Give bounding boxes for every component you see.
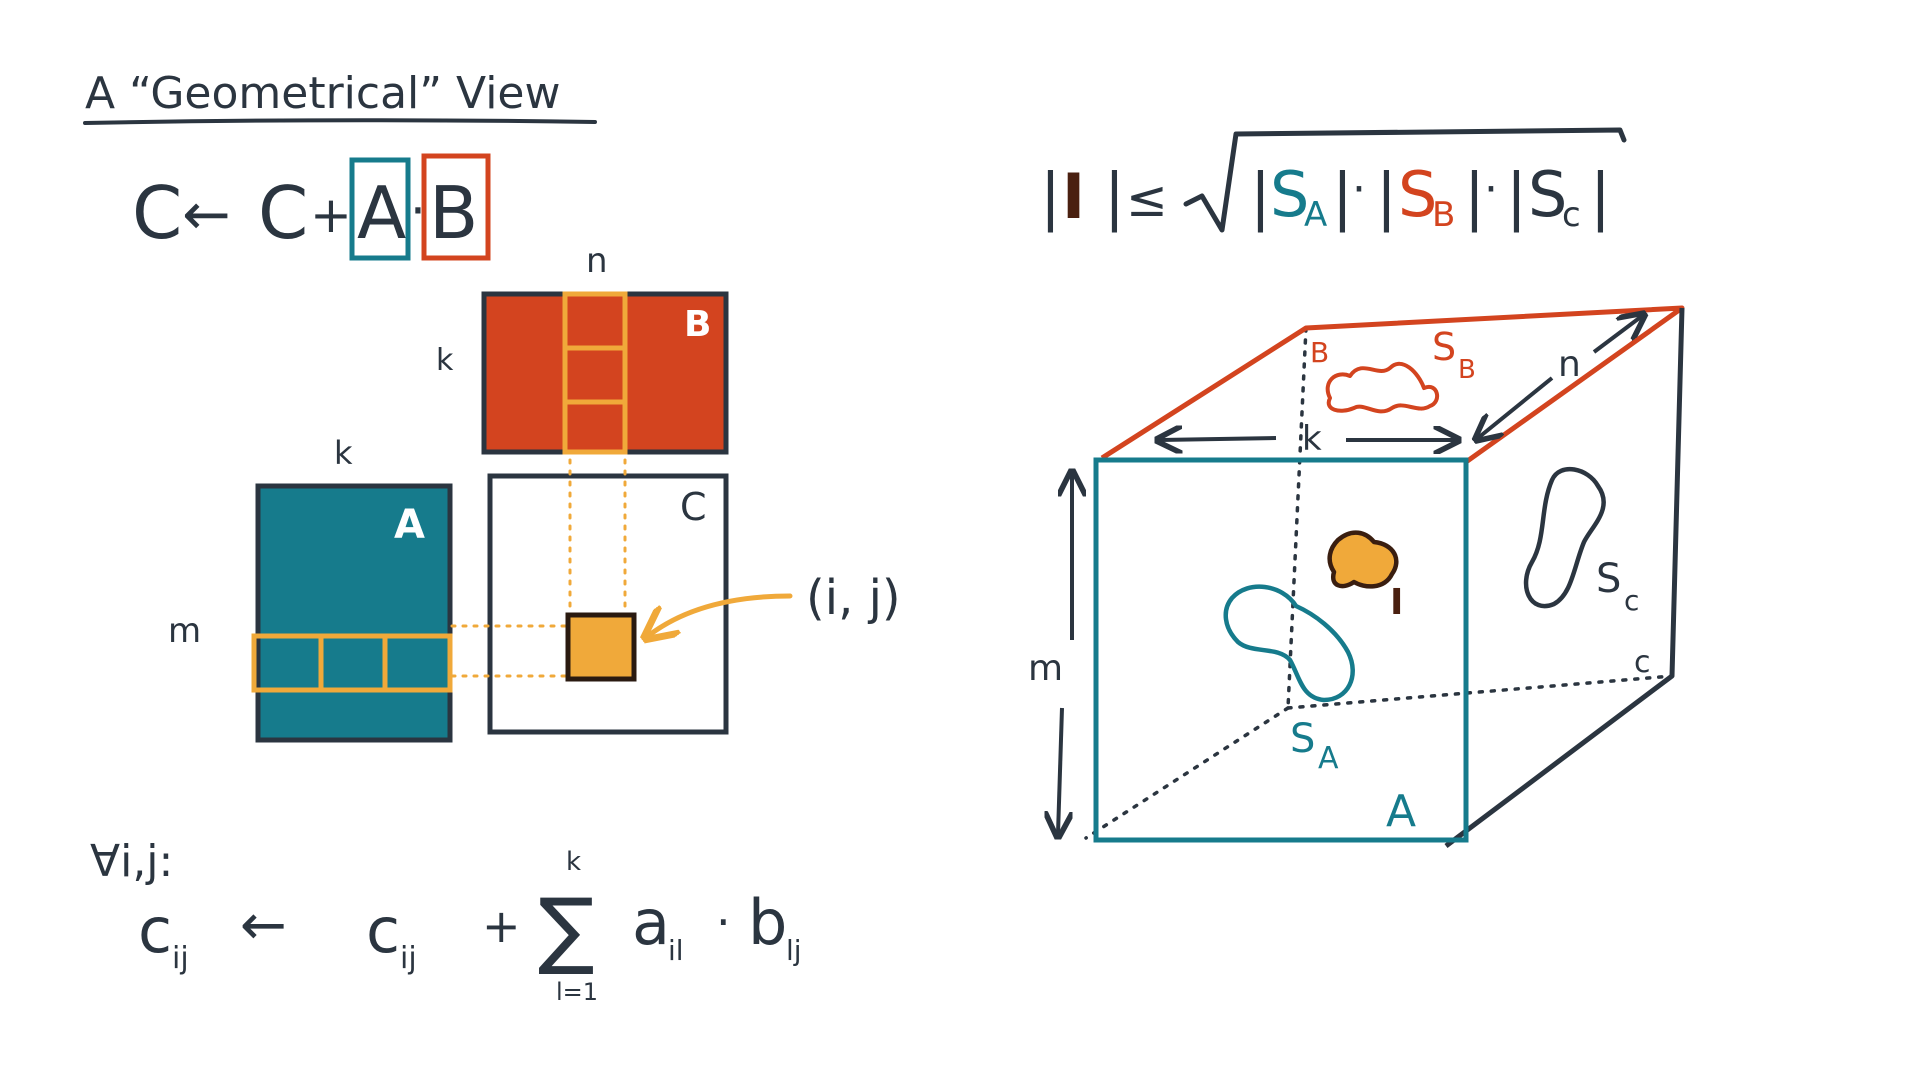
matrix-a-dim-m: m: [168, 611, 201, 651]
cube-hidden-edge: [1084, 706, 1290, 840]
forall-sigma: ∑: [538, 880, 595, 978]
cube-m-arrow: [1058, 707, 1062, 834]
ineq-leq: ≤: [1126, 170, 1168, 228]
cube-n-arrow: [1478, 376, 1554, 438]
forall-rhs-sub: ij: [400, 941, 417, 976]
eq-c-left: C: [132, 171, 182, 255]
forall-term-b-sub: lj: [786, 934, 802, 967]
ineq-sc-close: |: [1590, 160, 1611, 234]
s-a-sub: A: [1318, 741, 1339, 776]
matrix-b-dim-k: k: [436, 343, 454, 378]
cube-dim-n: n: [1558, 344, 1581, 385]
entry-cell: [565, 612, 637, 682]
matrix-a-row: [251, 633, 453, 693]
intersection-blob: [1327, 530, 1399, 589]
matrix-a-label: A: [394, 502, 425, 548]
ineq-sa-open: |: [1250, 160, 1271, 234]
ineq-sc-open: |: [1506, 160, 1527, 234]
ineq-i: I: [1062, 160, 1085, 233]
update-equation: C ← C + A · B: [132, 153, 491, 261]
forall-quantifier: ∀i,j:: [90, 836, 173, 887]
matrix-b-label: B: [684, 304, 711, 345]
matrix-c-group: C (i, j): [450, 458, 901, 735]
ineq-sb: S: [1398, 158, 1437, 231]
iteration-cube: n k m B S B S c c I S A A: [1028, 305, 1685, 848]
ineq-sb-close: |: [1464, 160, 1485, 234]
forall-rhs: c: [366, 894, 400, 967]
cube-face-c-label: c: [1634, 645, 1651, 680]
s-c-sub: c: [1624, 584, 1639, 617]
matrix-a-group: A k m: [168, 434, 453, 743]
ineq-sc-sub: c: [1562, 195, 1581, 235]
cube-hidden-edge: [1286, 674, 1674, 710]
matrix-b-column: [562, 291, 628, 455]
ineq-sb-open: |: [1376, 160, 1397, 234]
ineq-dot2: ·: [1484, 164, 1498, 215]
matrix-c-label: C: [680, 485, 707, 529]
s-a-blob: [1223, 584, 1355, 703]
eq-b: B: [429, 171, 478, 255]
s-c-blob: [1523, 466, 1606, 609]
forall-plus: +: [482, 899, 521, 953]
s-c-label: S: [1596, 556, 1621, 602]
matrix-a-dim-k: k: [334, 434, 353, 472]
forall-sum-bottom: l=1: [556, 978, 598, 1006]
cube-face-a-label: A: [1386, 786, 1416, 837]
forall-lhs: c: [138, 894, 172, 967]
ineq-i-open: |: [1040, 160, 1061, 234]
matrix-b-dim-n: n: [586, 241, 608, 281]
ineq-sa: S: [1270, 158, 1309, 231]
cube-k-arrow: [1160, 438, 1277, 440]
cube-face-b-label: B: [1310, 336, 1329, 369]
forall-dot: ·: [716, 895, 731, 949]
eq-arrow: ←: [182, 180, 231, 248]
ineq-dot1: ·: [1352, 164, 1366, 215]
cube-top-face-edges: [1100, 305, 1685, 465]
forall-lhs-sub: ij: [172, 941, 189, 976]
cube-n-arrow: [1592, 316, 1642, 354]
s-b-label: S: [1432, 325, 1456, 369]
s-b-sub: B: [1458, 355, 1476, 385]
forall-term-a-sub: il: [668, 934, 684, 967]
ineq-sa-sub: A: [1304, 195, 1327, 235]
title-underline: [83, 118, 597, 125]
eq-b-box: [421, 153, 491, 261]
ineq-sa-close: |: [1332, 160, 1353, 234]
cube-front-face: [1093, 457, 1469, 843]
forall-formula: ∀i,j: c ij ← c ij + ∑ k l=1 a il · b lj: [90, 836, 802, 1006]
cube-dim-m: m: [1028, 648, 1063, 689]
ineq-sb-sub: B: [1432, 195, 1455, 235]
matrix-a: [255, 483, 453, 743]
entry-pointer-arrow: [648, 593, 793, 636]
forall-sum-top: k: [566, 847, 581, 877]
eq-a: A: [357, 171, 406, 255]
forall-term-b: b: [748, 886, 787, 959]
forall-term-a: a: [632, 886, 670, 959]
eq-c-right: C: [258, 171, 308, 255]
forall-arrow: ←: [240, 893, 287, 958]
intersection-label: I: [1390, 582, 1403, 623]
s-b-blob: [1325, 361, 1440, 414]
cube-hidden-edge: [1286, 326, 1308, 710]
inequality: | I | ≤ | S A | · | S B | · | S c |: [1040, 127, 1627, 235]
matrix-b-group: B n k: [436, 241, 729, 455]
entry-label: (i, j): [806, 570, 901, 626]
page-title: A “Geometrical” View: [85, 68, 560, 119]
eq-plus: +: [310, 186, 352, 244]
s-a-label: S: [1290, 716, 1315, 762]
ineq-sc: S: [1528, 158, 1567, 231]
sqrt-sign: [1183, 127, 1627, 233]
ineq-i-close: |: [1104, 160, 1125, 234]
cube-right-face-edges: [1444, 307, 1685, 848]
cube-dim-k: k: [1302, 419, 1322, 459]
title-group: A “Geometrical” View: [83, 68, 597, 125]
eq-a-box: [349, 157, 411, 261]
matrix-b: [481, 291, 729, 455]
